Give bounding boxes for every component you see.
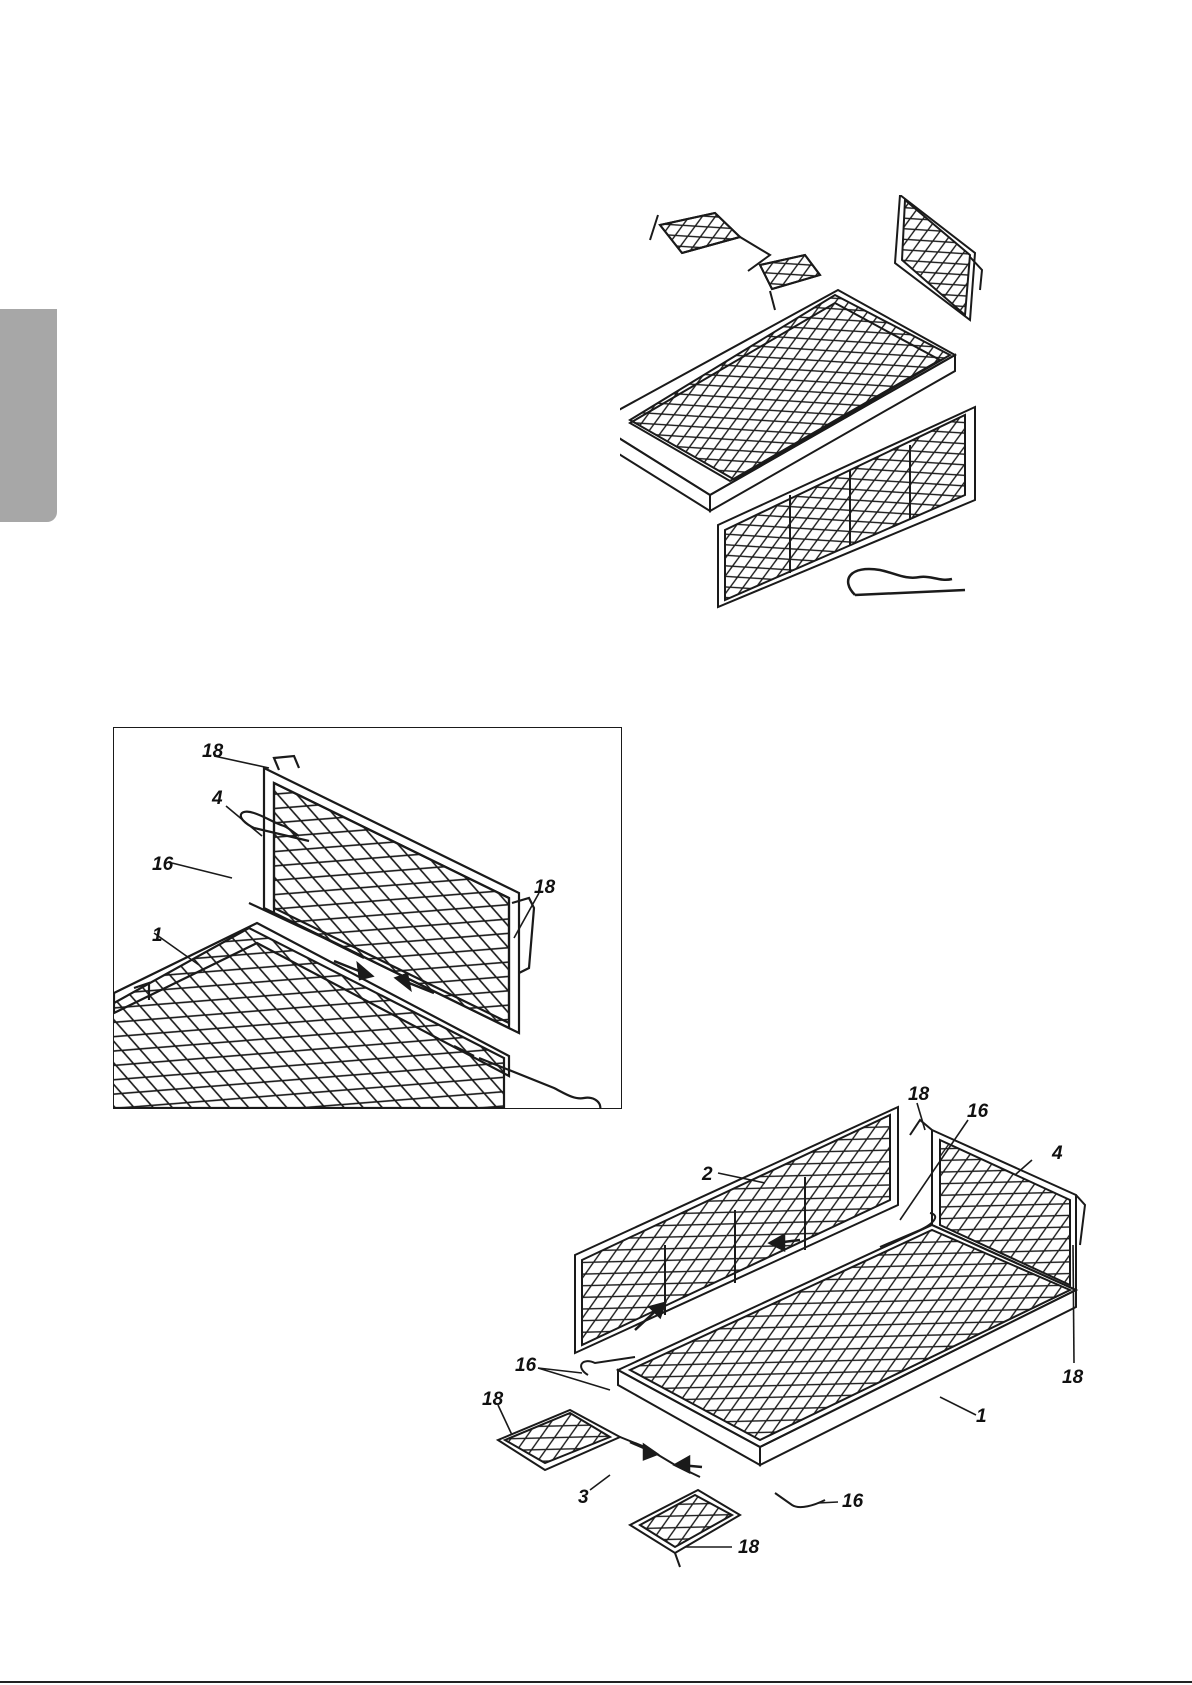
hairpin-pin-part [848, 569, 965, 595]
callout-16-bottom: 16 [842, 1491, 864, 1512]
callout-4: 4 [211, 788, 223, 809]
callout-16-left: 16 [515, 1355, 537, 1376]
callout-18-left: 18 [482, 1389, 504, 1410]
callout-18-top: 18 [202, 741, 224, 762]
callout-18-bottom: 18 [738, 1537, 760, 1558]
callout-1: 1 [976, 1406, 987, 1427]
parts-overview-figure [620, 195, 1060, 645]
section-side-tab [0, 309, 57, 522]
callout-3: 3 [578, 1487, 589, 1508]
callout-4: 4 [1051, 1143, 1063, 1164]
assembly-drawing: 18 16 2 4 18 16 18 1 3 16 18 [470, 1085, 1110, 1605]
callout-18-right: 18 [1062, 1367, 1084, 1388]
end-panel-part [895, 195, 982, 320]
callout-2: 2 [701, 1164, 713, 1185]
callout-1: 1 [152, 925, 163, 946]
callout-16: 16 [152, 854, 174, 875]
callout-16-top: 16 [967, 1101, 989, 1122]
end-panel-detail-figure: 18 4 16 18 1 [113, 727, 622, 1109]
end-panel-detail-drawing: 18 4 16 18 1 [114, 728, 621, 1108]
callout-18-right: 18 [534, 877, 556, 898]
parts-overview-drawing [620, 195, 1060, 645]
callout-18-top: 18 [908, 1085, 930, 1105]
footrest-part [650, 213, 820, 310]
assembly-figure: 18 16 2 4 18 16 18 1 3 16 18 [470, 1085, 1110, 1605]
page-bottom-rule [0, 1681, 1192, 1683]
